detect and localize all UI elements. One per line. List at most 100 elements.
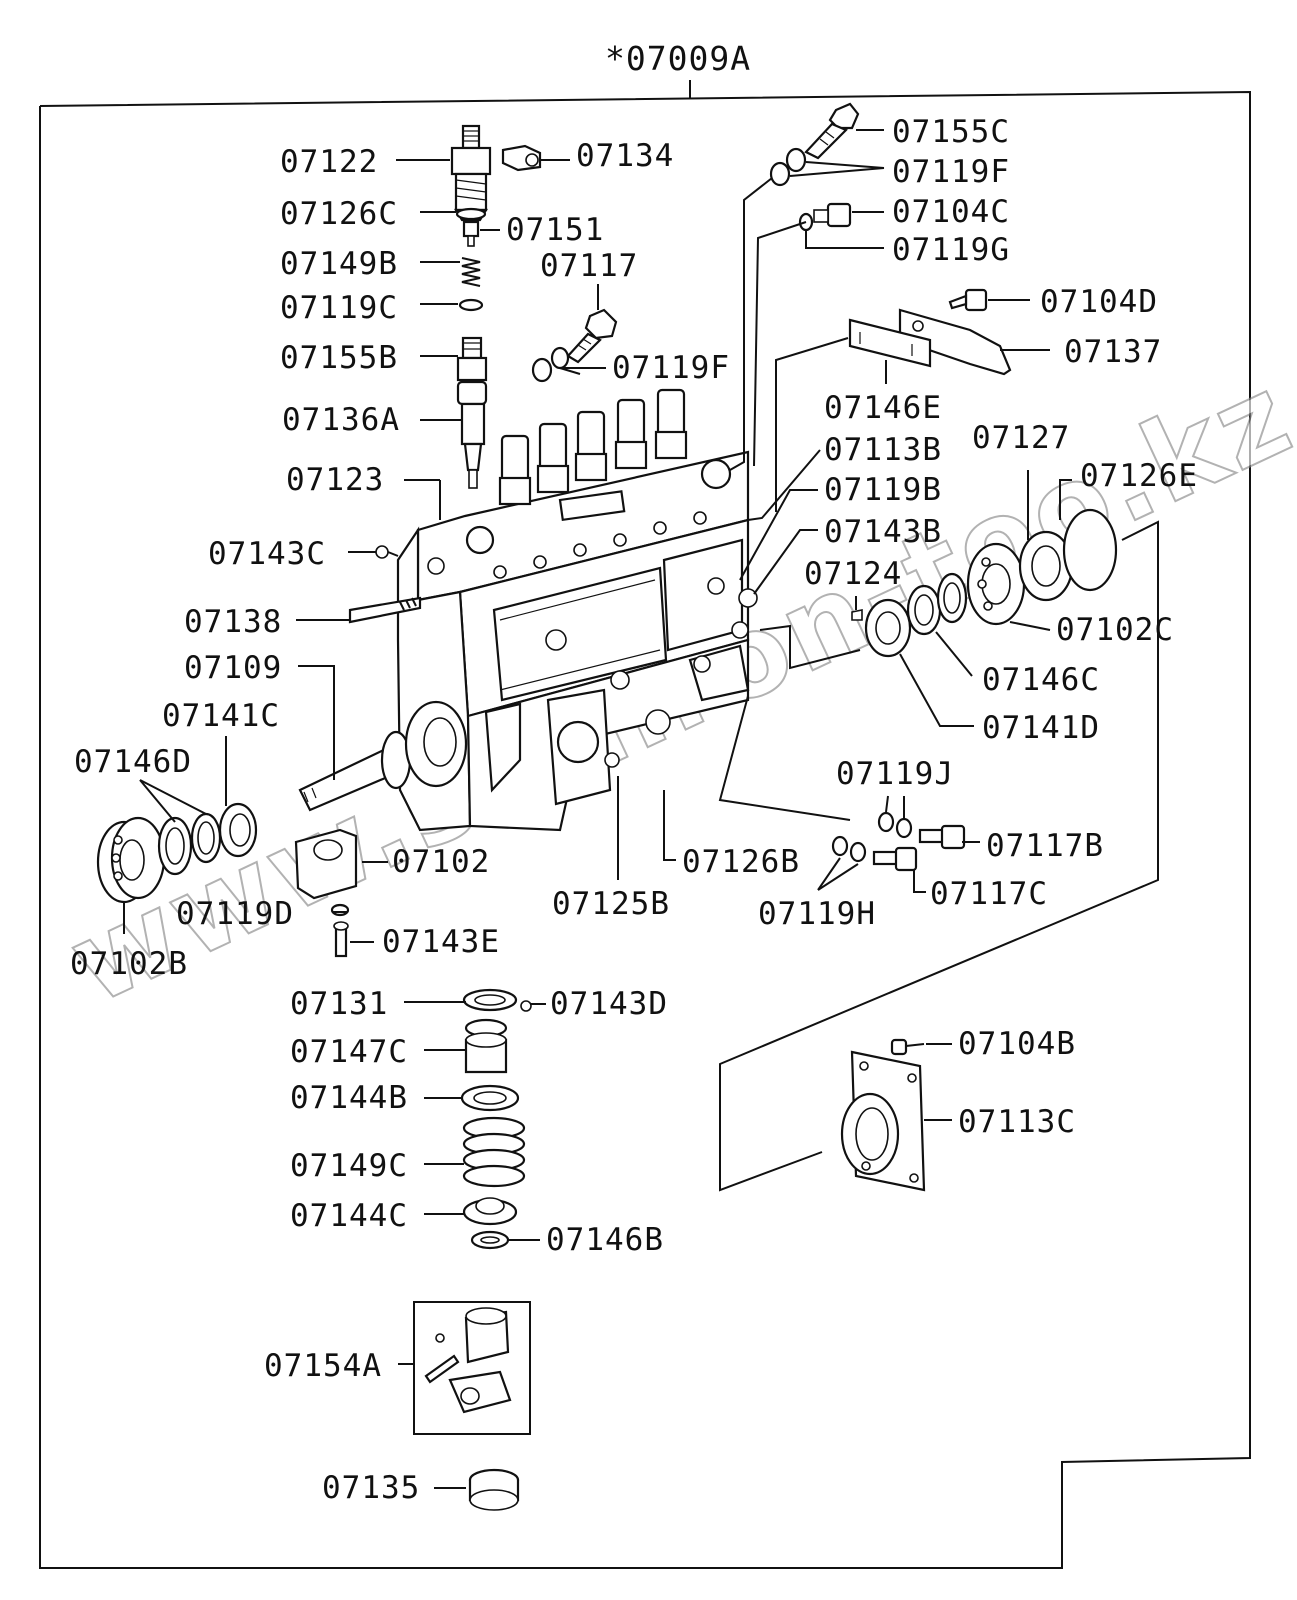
screw-07104B-part: [890, 1038, 925, 1056]
label-07119F-right: 07119F: [892, 154, 1010, 190]
valve-part: [462, 220, 480, 247]
label-07155C: 07155C: [892, 114, 1010, 150]
washers-07119F-left-part: [531, 346, 570, 383]
label-07102B: 07102B: [70, 946, 188, 982]
label-07117C: 07117C: [930, 876, 1048, 912]
label-07143B: 07143B: [824, 514, 942, 550]
seal-07141C-part: [218, 802, 258, 858]
label-07144B: 07144B: [290, 1080, 408, 1116]
label-07119J: 07119J: [836, 756, 954, 792]
washer-07119C-part: [458, 298, 484, 312]
label-07117B: 07117B: [986, 828, 1104, 864]
label-07102: 07102: [392, 844, 490, 880]
label-07146C: 07146C: [982, 662, 1100, 698]
label-07144C: 07144C: [290, 1198, 408, 1234]
label-07126C: 07126C: [280, 196, 398, 232]
screw-07104D-part: [948, 288, 988, 312]
cover-07113C-part: [840, 1050, 926, 1192]
frame-outline: [39, 80, 1251, 1569]
bearing-07102C-part: [966, 542, 1026, 626]
label-07147C: 07147C: [290, 1034, 408, 1070]
shim-07146B-part: [470, 1230, 510, 1250]
label-07102C: 07102C: [1056, 612, 1174, 648]
valve-seal-part: [455, 207, 487, 221]
bearing-block-07102-part: [294, 828, 358, 900]
control-rod-07138-part: [348, 596, 422, 624]
screw-07143E-part: [333, 921, 349, 958]
label-07155B: 07155B: [280, 340, 398, 376]
delivery-holders: [465, 388, 732, 555]
shim-07146C-a-part: [906, 584, 942, 636]
assembly-number: *07009A: [605, 39, 751, 78]
label-07122: 07122: [280, 144, 378, 180]
camshaft-07109-part: [298, 700, 468, 812]
gasket-07126E-part: [1062, 508, 1118, 592]
label-07109: 07109: [184, 650, 282, 686]
bolt-07117C-part: [831, 835, 918, 872]
label-07138: 07138: [184, 604, 282, 640]
label-07137: 07137: [1064, 334, 1162, 370]
label-07143D: 07143D: [550, 986, 668, 1022]
label-07119C: 07119C: [280, 290, 398, 326]
label-07104D: 07104D: [1040, 284, 1158, 320]
fitting-07155B-part: [456, 336, 488, 382]
label-07124: 07124: [804, 556, 902, 592]
spring-seat-07131-part: [462, 988, 518, 1012]
label-07119G: 07119G: [892, 232, 1010, 268]
shim-07146C-b-part: [936, 572, 968, 624]
label-07119D: 07119D: [176, 896, 294, 932]
bolt-07104C-part: [813, 202, 852, 228]
label-07113C: 07113C: [958, 1104, 1076, 1140]
label-07126B: 07126B: [682, 844, 800, 880]
banjo-bolt-07155C-part: [804, 102, 860, 160]
label-07104B: 07104B: [958, 1026, 1076, 1062]
sleeve-07147C-part: [464, 1018, 508, 1074]
key-07124-part: [851, 609, 863, 621]
seat-07144C-part: [462, 1197, 518, 1226]
washers-07119F-right-part: [769, 147, 807, 187]
label-07131: 07131: [290, 986, 388, 1022]
bearing-07102B-part: [96, 816, 166, 904]
label-07143C: 07143C: [208, 536, 326, 572]
label-07135: 07135: [322, 1470, 420, 1506]
label-07134: 07134: [576, 138, 674, 174]
spring-07149C-part: [462, 1116, 526, 1188]
label-07149C: 07149C: [290, 1148, 408, 1184]
leader-lines: [123, 129, 1159, 1489]
washer-07119D-part: [330, 903, 350, 917]
label-07119B: 07119B: [824, 472, 942, 508]
label-07117: 07117: [540, 248, 638, 284]
label-07136A: 07136A: [282, 402, 400, 438]
label-07125B: 07125B: [552, 886, 670, 922]
label-07154A: 07154A: [264, 1348, 382, 1384]
label-07149B: 07149B: [280, 246, 398, 282]
label-07127: 07127: [972, 420, 1070, 456]
gasket-07146E-part: [848, 318, 932, 368]
pipe-07136A-part: [456, 380, 488, 489]
screw-07143C-part: [375, 545, 399, 559]
label-07146B: 07146B: [546, 1222, 664, 1258]
plug-07135-part: [468, 1468, 520, 1511]
label-07146D: 07146D: [74, 744, 192, 780]
shim-07146D-a-part: [157, 816, 193, 876]
bolt-07117-part: [566, 308, 618, 364]
label-07123: 07123: [286, 462, 384, 498]
label-07104C: 07104C: [892, 194, 1010, 230]
bolt-07143B-part: [707, 577, 758, 608]
label-07119F-left: 07119F: [612, 350, 730, 386]
seal-07141D-part: [864, 598, 912, 658]
label-07141D: 07141D: [982, 710, 1100, 746]
label-07113B: 07113B: [824, 432, 942, 468]
shim-07146D-b-part: [190, 812, 222, 864]
bolt-07117B-part: [877, 811, 966, 850]
tappet-kit-07154A-part: [413, 1301, 531, 1435]
label-07151: 07151: [506, 212, 604, 248]
delivery-valve-holder-part: [450, 124, 492, 222]
part-labels: 07122 07134 07126C 07151 07149B 07117 07…: [70, 114, 1197, 1506]
seat-07144B-part: [460, 1084, 520, 1112]
label-07141C: 07141C: [162, 698, 280, 734]
clamp-part: [501, 144, 542, 172]
label-07146E: 07146E: [824, 390, 942, 426]
label-07143E: 07143E: [382, 924, 500, 960]
